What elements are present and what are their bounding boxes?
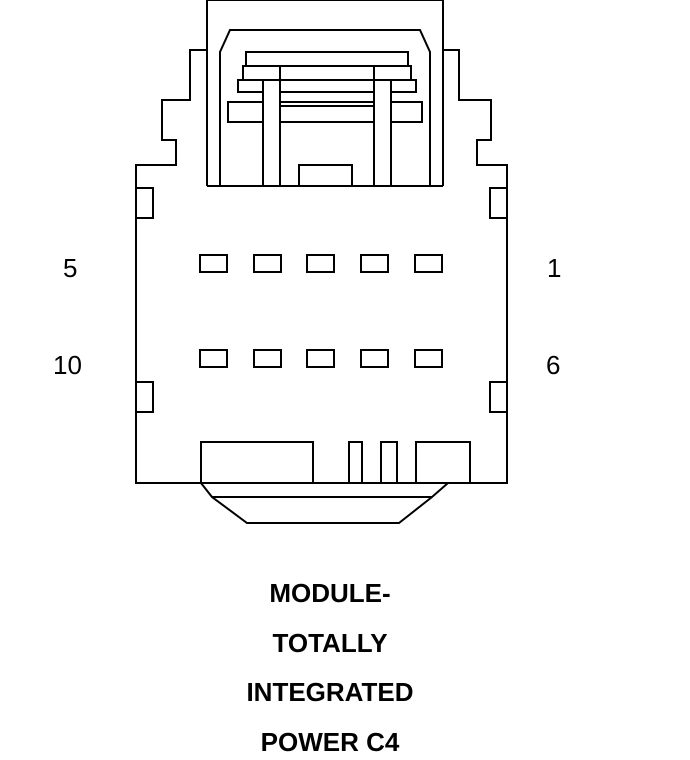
pin-label-1: 1 [547,253,561,283]
latch-arm-left [262,79,281,187]
title-line-3: INTEGRATED [246,677,414,707]
latch-plate-top [245,51,409,67]
pin-label-10: 10 [53,350,82,380]
pin-cavity [199,349,228,368]
title-line-2: TOTALLY [272,628,388,658]
pin-cavity [199,254,228,273]
bottom-key-left [200,441,314,484]
pin-cavity [414,254,443,273]
latch-arm-right [373,79,392,187]
bottom-key-slot-b [380,441,398,484]
pin-cavity [253,254,282,273]
side-tab-left-upper [135,187,154,219]
pin-cavity [360,349,389,368]
connector-housing-outline [135,0,508,484]
side-tab-right-lower [489,381,508,413]
pin-label-6: 6 [546,350,560,380]
pin-label-5: 5 [63,253,77,283]
pin-cavity [306,349,335,368]
latch-frame [206,0,444,186]
connector-base [200,482,449,524]
title-line-1: MODULE- [269,578,391,608]
pin-cavity [414,349,443,368]
title-line-4: POWER C4 [260,727,400,757]
latch-window [298,164,353,187]
pin-cavity [306,254,335,273]
latch-inner-frame [219,29,431,186]
latch-center-block [279,65,375,107]
latch-plate-wide [227,101,423,123]
pin-cavity [360,254,389,273]
latch-plate-middle [242,65,412,81]
bottom-key-right [415,441,471,484]
pin-cavity [253,349,282,368]
side-tab-right-upper [489,187,508,219]
bottom-key-slot-a [348,441,363,484]
side-tab-left-lower [135,381,154,413]
